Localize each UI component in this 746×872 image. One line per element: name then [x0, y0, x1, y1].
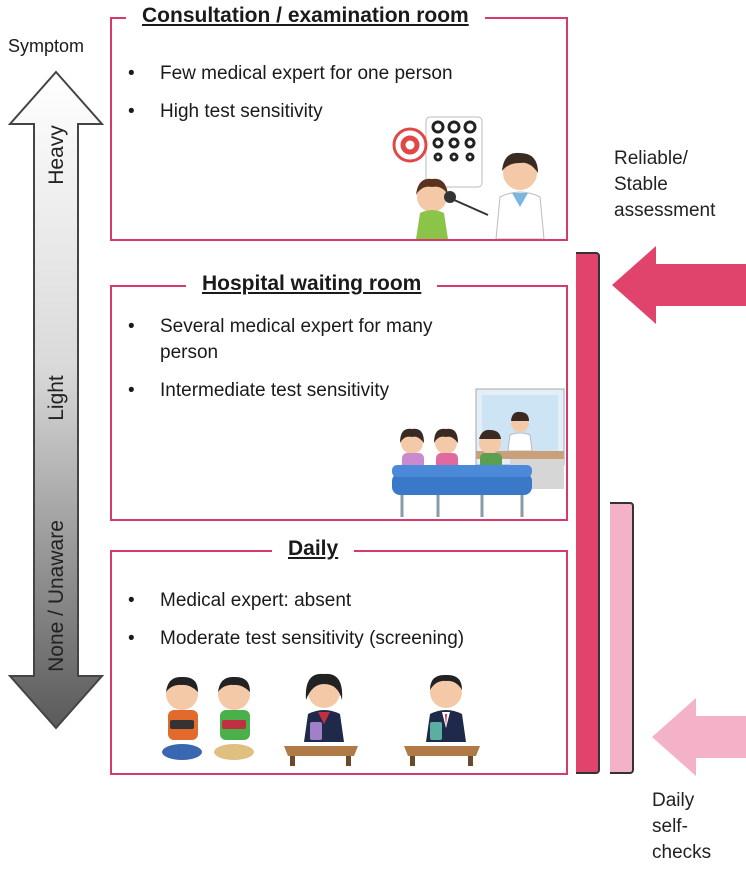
- daily-line: Daily: [652, 790, 695, 811]
- bullet-item: Intermediate test sensitivity: [120, 378, 480, 404]
- reliable-line: assessment: [614, 200, 716, 221]
- daily-bullets: Medical expert: absent Moderate test sen…: [120, 588, 560, 664]
- consultation-room-box: Few medical expert for one person High t…: [110, 17, 568, 241]
- bullet-item: Moderate test sensitivity (screening): [120, 626, 560, 652]
- waiting-room-illustration: [392, 388, 565, 517]
- level-light: Light: [45, 375, 68, 421]
- level-none-unaware: None / Unaware: [45, 520, 68, 672]
- reliable-assessment-bracket: [576, 252, 600, 774]
- reliable-line: Stable: [614, 174, 668, 195]
- daily-self-checks-bracket: [610, 502, 634, 774]
- bullet-item: Several medical expert for many person: [120, 314, 480, 366]
- eye-chart-exam-illustration: [392, 116, 545, 239]
- symptom-label: Symptom: [8, 36, 85, 56]
- bullet-item: Medical expert: absent: [120, 588, 560, 614]
- hospital-waiting-room-box: Several medical expert for many person I…: [110, 285, 568, 521]
- daily-line: self-: [652, 816, 688, 837]
- level-heavy: Heavy: [45, 125, 68, 185]
- reliable-assessment-arrow-icon: [612, 246, 746, 324]
- daily-self-checks-arrow-icon: [652, 698, 746, 776]
- hospital-waiting-room-title: Hospital waiting room: [186, 272, 438, 296]
- waiting-room-bullets: Several medical expert for many person I…: [120, 314, 480, 416]
- reliable-assessment-label: Reliable/ Stable assessment: [614, 146, 715, 224]
- businessman-tablet-illustration: [404, 674, 480, 766]
- reliable-line: Reliable/: [614, 148, 688, 169]
- daily-self-checks-label: Daily self- checks: [652, 788, 711, 866]
- daily-line: checks: [652, 842, 712, 863]
- children-gaming-illustration: [162, 676, 254, 760]
- daily-box: Medical expert: absent Moderate test sen…: [110, 550, 568, 775]
- consultation-room-title: Consultation / examination room: [126, 4, 485, 28]
- symptom-axis-arrow: [7, 70, 105, 730]
- consultation-bullets: Few medical expert for one person High t…: [120, 61, 460, 137]
- student-tablet-illustration: [284, 673, 358, 766]
- daily-title: Daily: [272, 537, 355, 561]
- bullet-item: High test sensitivity: [120, 99, 460, 125]
- bullet-item: Few medical expert for one person: [120, 61, 460, 87]
